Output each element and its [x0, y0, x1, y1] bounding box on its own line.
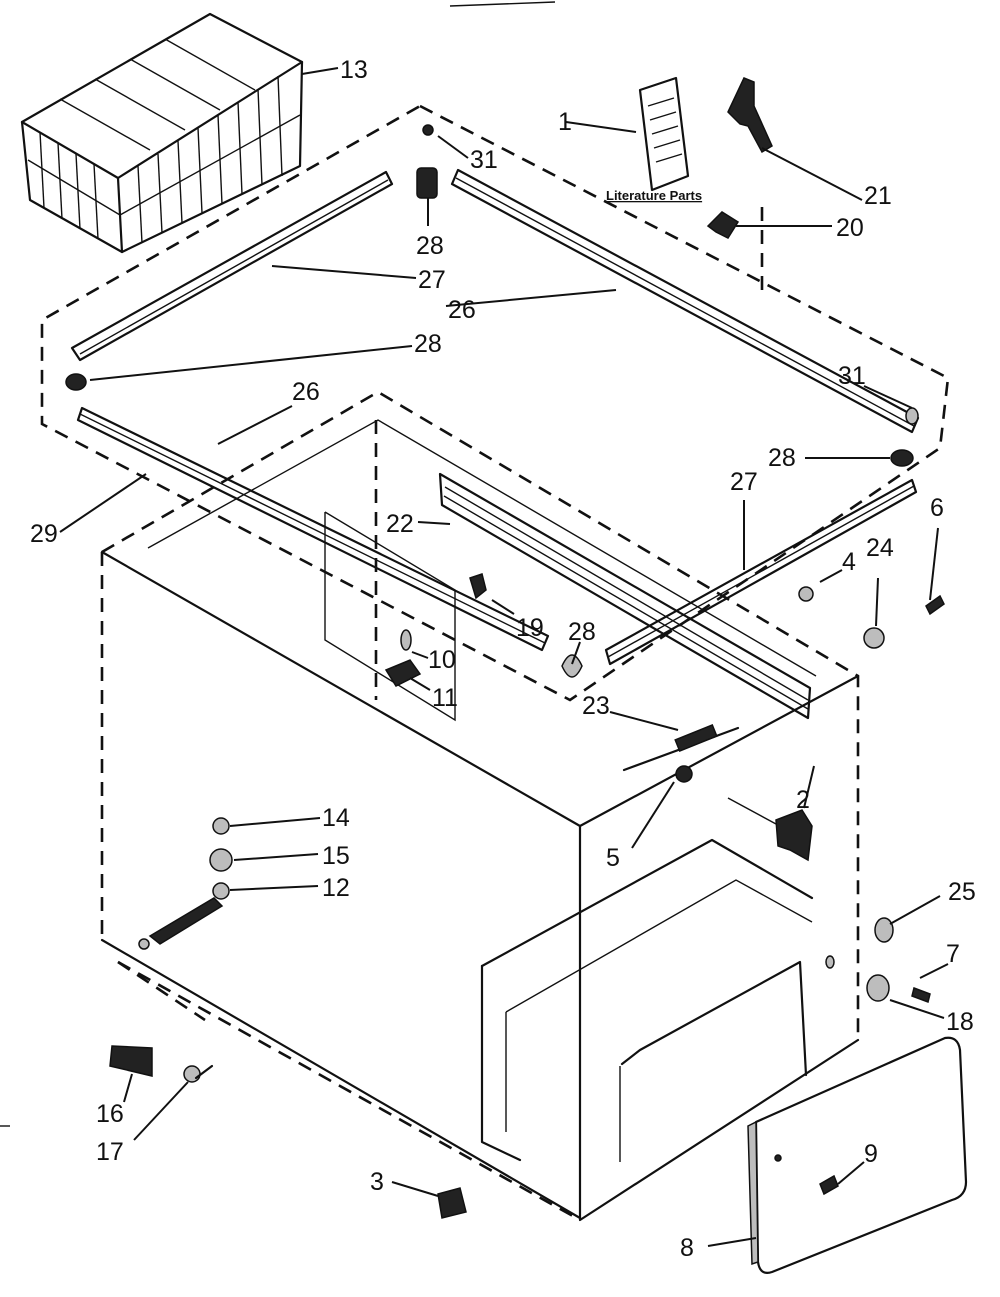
callout-28-top: 28 — [416, 232, 444, 260]
callout-1: 1 — [558, 108, 572, 136]
lid-corner-top — [416, 167, 438, 199]
callout-18: 18 — [946, 1008, 974, 1036]
knob-5 — [675, 765, 693, 783]
lid-trim-strip-left — [70, 170, 394, 362]
callout-10: 10 — [428, 646, 456, 674]
leader-lines — [59, 67, 949, 1247]
cabinet-body — [100, 390, 860, 1222]
callout-26-back: 26 — [448, 296, 476, 324]
literature-parts-caption: Literature Parts — [606, 188, 702, 203]
lid-trim-strip-back — [450, 168, 920, 434]
inner-rail — [438, 472, 812, 720]
lock-rod — [138, 897, 224, 950]
callout-28-right: 28 — [768, 444, 796, 472]
callout-31-top: 31 — [470, 146, 498, 174]
grommet-25 — [874, 917, 894, 943]
callout-16: 16 — [96, 1100, 124, 1128]
latch-3 — [437, 1187, 467, 1219]
screw-17 — [183, 1064, 214, 1083]
lid-outline — [40, 104, 950, 702]
callout-31-right: 31 — [838, 362, 866, 390]
hinge-bracket — [706, 211, 740, 239]
callout-4: 4 — [842, 548, 856, 576]
lock-cylinder-14 — [212, 817, 230, 835]
callout-25: 25 — [948, 878, 976, 906]
lamp-bulb — [400, 629, 412, 651]
callout-8: 8 — [680, 1234, 694, 1262]
hinge-part — [727, 77, 773, 154]
wire-grommet — [825, 955, 835, 969]
lid-clip — [469, 573, 487, 600]
hinge-screw-right — [905, 407, 919, 425]
callout-28-left: 28 — [414, 330, 442, 358]
hinge-plate-16 — [109, 1045, 153, 1077]
callout-2: 2 — [796, 786, 810, 814]
callout-20: 20 — [836, 214, 864, 242]
wire-basket — [20, 12, 304, 254]
lamp-socket — [384, 659, 422, 687]
callout-15: 15 — [322, 842, 350, 870]
callout-6: 6 — [930, 494, 944, 522]
control-thermostat-2 — [775, 809, 813, 862]
grommet-18 — [866, 974, 890, 1002]
literature-card — [638, 76, 690, 192]
callout-5: 5 — [606, 844, 620, 872]
drain-tube-23 — [622, 723, 740, 772]
callout-13: 13 — [340, 56, 368, 84]
screw-7 — [911, 987, 931, 1003]
lock-washer-15 — [209, 848, 233, 872]
bumper-24 — [863, 627, 885, 649]
callout-12: 12 — [322, 874, 350, 902]
callout-29: 29 — [30, 520, 58, 548]
callout-26-front: 26 — [292, 378, 320, 406]
screw-6 — [925, 594, 945, 616]
callout-11: 11 — [432, 684, 458, 712]
callout-27-left: 27 — [418, 266, 446, 294]
lid-trim-strip-front — [76, 406, 550, 652]
lid-corner-left — [65, 373, 87, 391]
panel-screw-9 — [819, 1174, 839, 1196]
compressor-compartment — [480, 838, 814, 1162]
callout-28-front: 28 — [568, 618, 596, 646]
callout-7: 7 — [946, 940, 960, 968]
thermostat-shaft — [727, 797, 777, 825]
access-panel — [747, 1036, 968, 1274]
stopper-4 — [798, 586, 814, 602]
lid-trim-strip-right — [604, 478, 918, 666]
callout-14: 14 — [322, 804, 350, 832]
scan-artifact-line — [449, 1, 556, 7]
callout-22: 22 — [386, 510, 414, 538]
callouts: 1 2 3 4 5 6 7 8 9 10 11 12 13 14 15 16 1… — [30, 56, 976, 1262]
callout-24: 24 — [866, 534, 894, 562]
hinge-screw-top — [422, 124, 434, 136]
callout-9: 9 — [864, 1140, 878, 1168]
callout-17: 17 — [96, 1138, 124, 1166]
lid-corner-front — [561, 654, 583, 678]
callout-23: 23 — [582, 692, 610, 720]
callout-19: 19 — [516, 614, 544, 642]
lock-ring-12 — [212, 882, 230, 900]
callout-3: 3 — [370, 1168, 384, 1196]
lid-corner-right — [890, 449, 914, 467]
callout-27-right: 27 — [730, 468, 758, 496]
callout-21: 21 — [864, 182, 892, 210]
